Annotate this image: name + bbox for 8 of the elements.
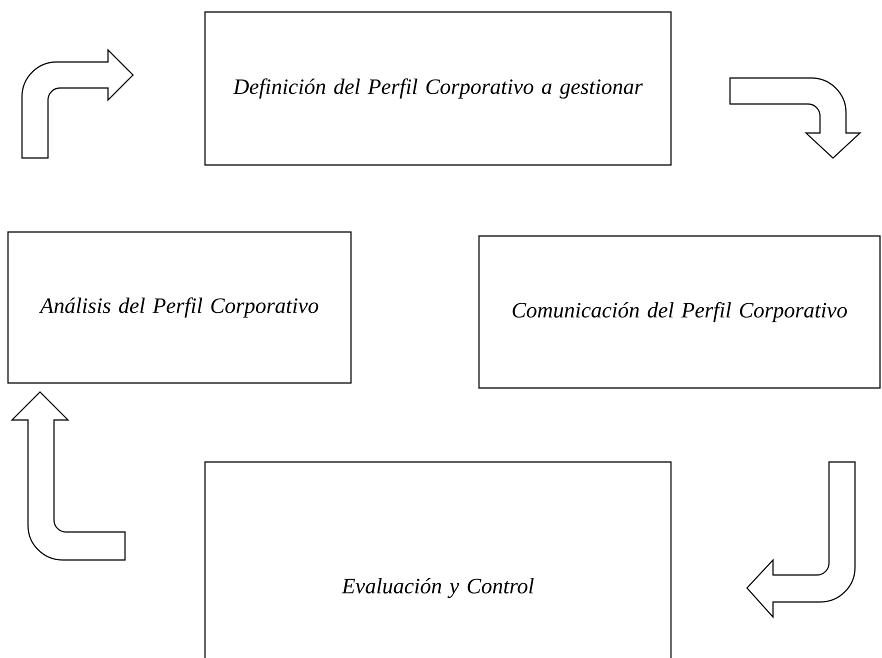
process-box: Definición del Perfil Corporativo a gestionar [204, 11, 672, 166]
process-box: Evaluación y Control [204, 461, 672, 658]
block-arrow [729, 77, 861, 159]
process-box: Comunicación del Perfil Corporativo [478, 235, 881, 389]
block-arrow [21, 49, 134, 159]
block-arrow [746, 461, 856, 618]
process-box: Análisis del Perfil Corporativo [7, 231, 352, 384]
block-arrow [11, 391, 126, 561]
